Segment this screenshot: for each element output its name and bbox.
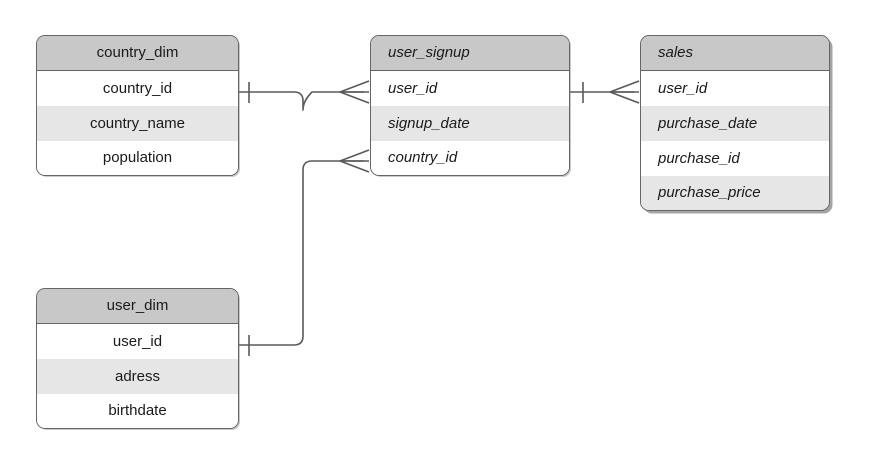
field-row[interactable]: user_id	[641, 71, 829, 106]
entity-title-country-dim: country_dim	[37, 36, 238, 71]
cardinality-many-sales-user-id	[609, 80, 640, 104]
field-row[interactable]: purchase_date	[641, 106, 829, 141]
field-row[interactable]: country_id	[37, 71, 238, 106]
entity-country-dim[interactable]: country_dim country_id country_name popu…	[36, 35, 239, 176]
field-row[interactable]: purchase_id	[641, 141, 829, 176]
entity-user-signup[interactable]: user_signup user_id signup_date country_…	[370, 35, 570, 176]
field-row[interactable]: purchase_price	[641, 176, 829, 210]
field-row[interactable]: population	[37, 141, 238, 175]
field-row[interactable]: adress	[37, 359, 238, 394]
cardinality-many-user-signup-user-id	[339, 80, 370, 104]
field-row[interactable]: signup_date	[371, 106, 569, 141]
connector-user-dim-user-signup	[239, 160, 364, 346]
field-row[interactable]: user_id	[371, 71, 569, 106]
entity-title-user-signup: user_signup	[371, 36, 569, 71]
cardinality-many-user-signup-country-id	[339, 149, 370, 173]
entity-user-dim[interactable]: user_dim user_id adress birthdate	[36, 288, 239, 429]
entity-sales[interactable]: sales user_id purchase_date purchase_id …	[640, 35, 830, 211]
field-row[interactable]: birthdate	[37, 394, 238, 428]
entity-title-user-dim: user_dim	[37, 289, 238, 324]
field-row[interactable]: country_id	[371, 141, 569, 175]
field-row[interactable]: country_name	[37, 106, 238, 141]
field-row[interactable]: user_id	[37, 324, 238, 359]
connector-country-dim-user-signup	[239, 91, 364, 111]
entity-title-sales: sales	[641, 36, 829, 71]
